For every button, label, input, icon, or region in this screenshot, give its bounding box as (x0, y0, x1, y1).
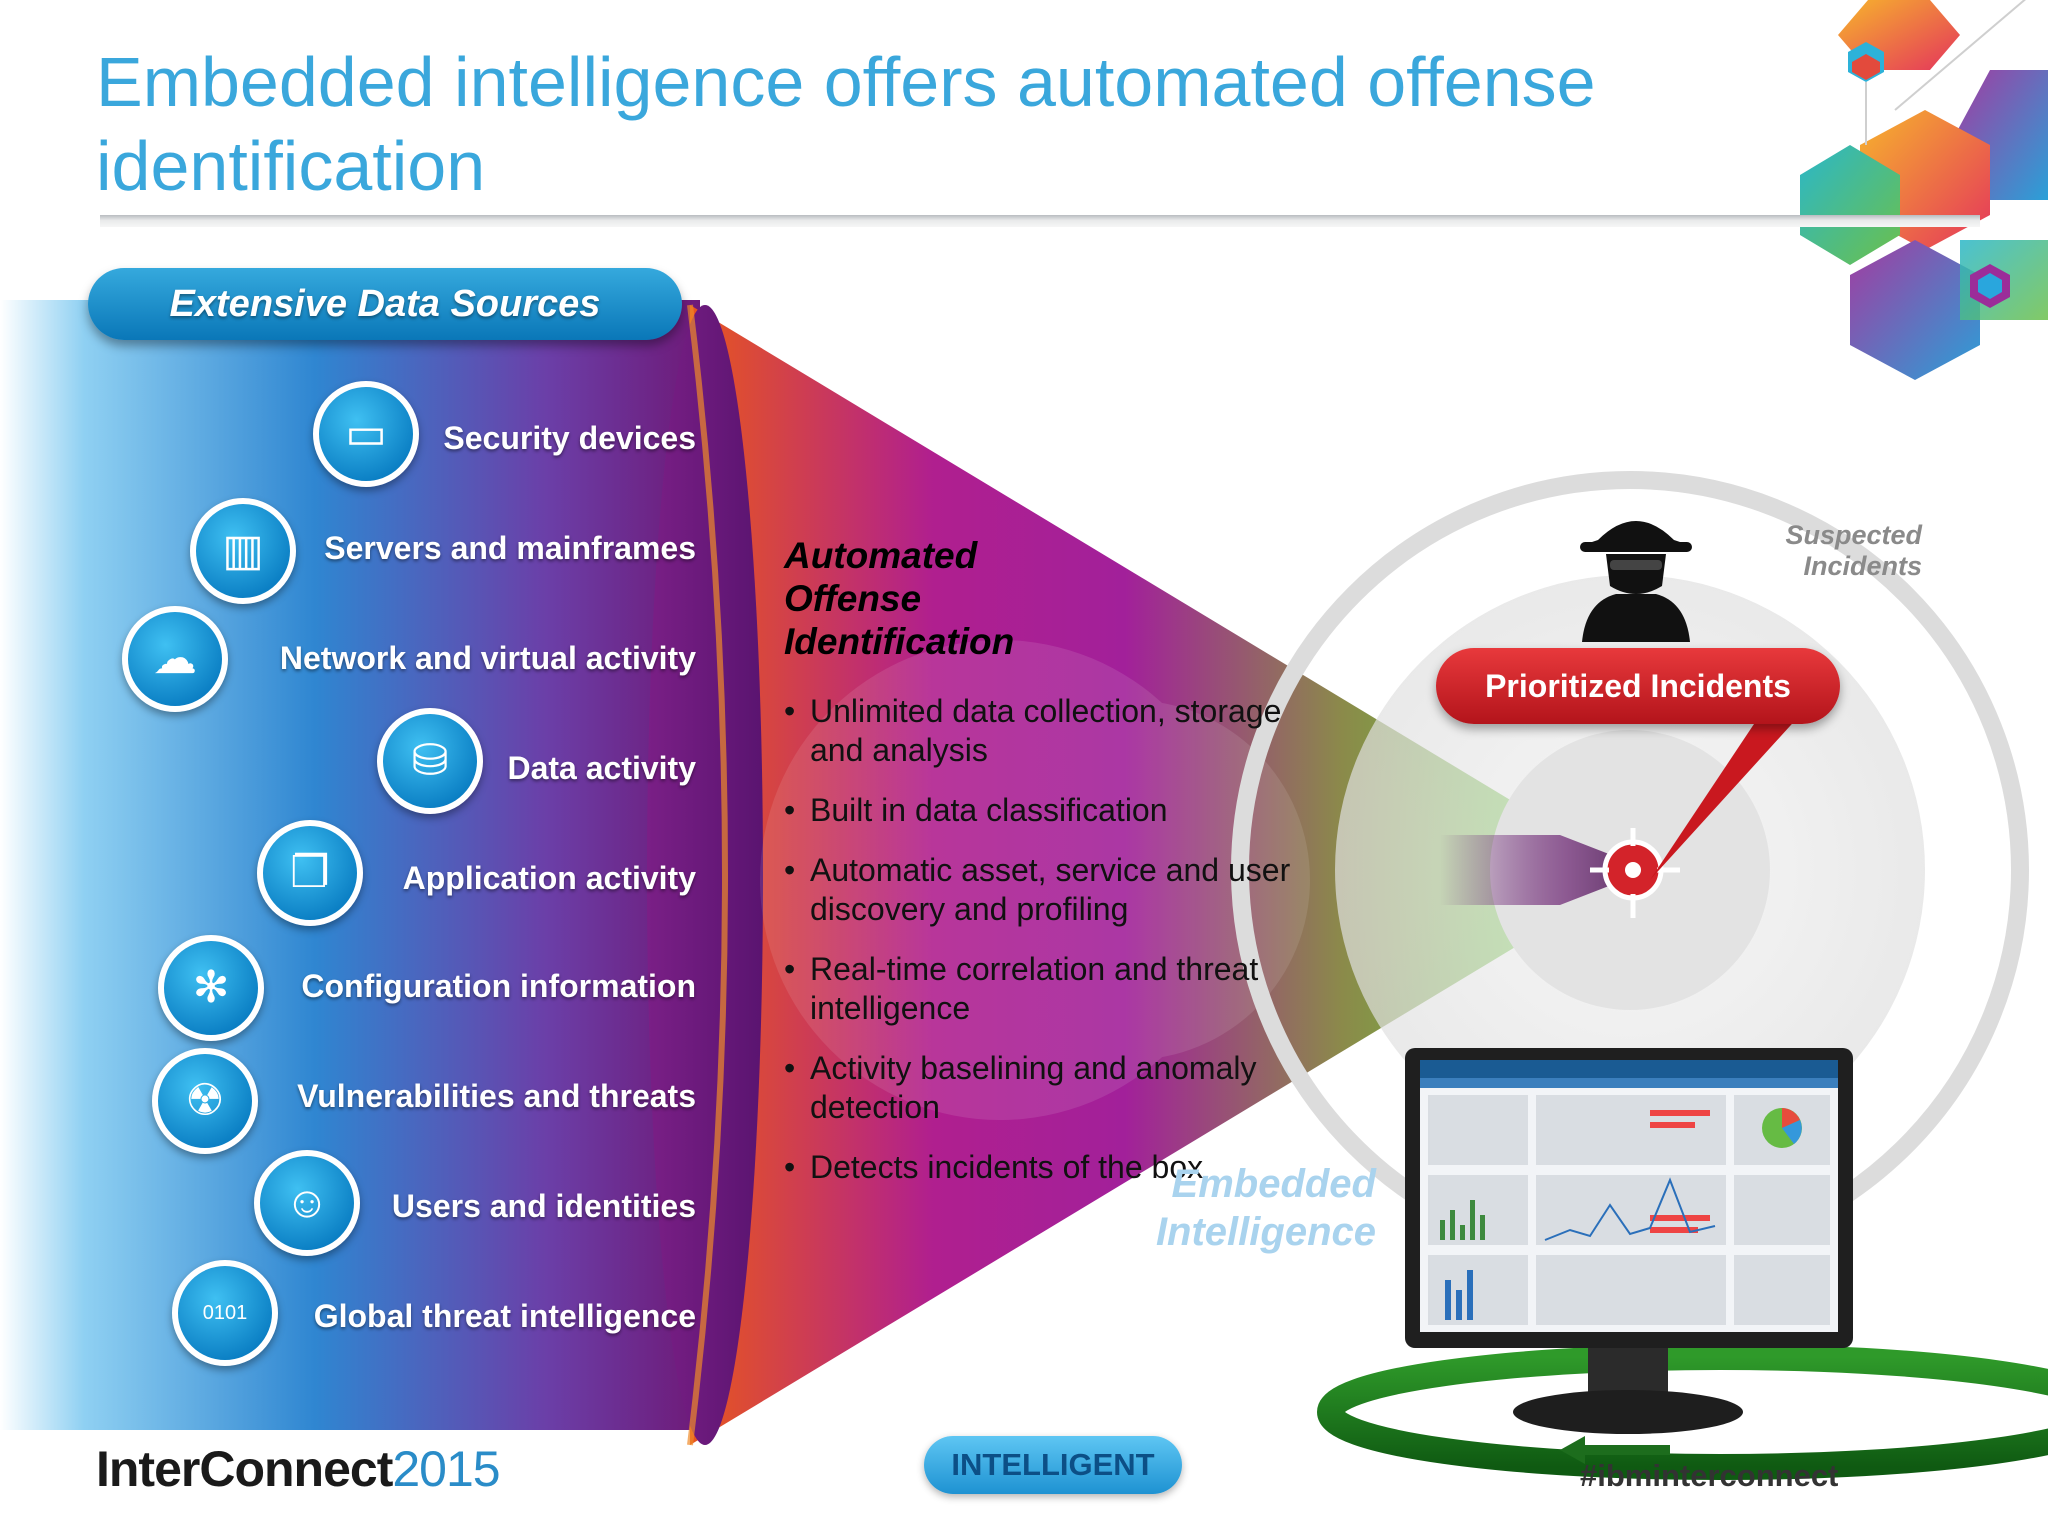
list-item: Detects incidents of the box (784, 1148, 1304, 1187)
brand-name: InterConnect (96, 1441, 393, 1497)
funnel-mouth (647, 305, 763, 1445)
list-item: Real-time correlation and threat intelli… (784, 950, 1304, 1028)
application-windows-icon: ❐ (257, 820, 363, 926)
source-users-identities: Users and identities (391, 1188, 696, 1224)
suspected-incidents-label: Suspected Incidents (1785, 520, 1922, 581)
source-vulnerabilities: Vulnerabilities and threats (297, 1078, 696, 1114)
data-sources-header: Extensive Data Sources (88, 268, 682, 340)
callout-pointer (1650, 715, 1800, 880)
title-divider (100, 215, 1980, 227)
configuration-network-icon: ✻ (158, 935, 264, 1041)
biohazard-icon: ☢ (152, 1048, 258, 1154)
page-title: Embedded intelligence offers automated o… (96, 43, 1596, 205)
source-configuration: Configuration information (301, 968, 696, 1004)
monitor-illustration (1317, 1048, 2048, 1480)
source-servers-mainframes: Servers and mainframes (324, 530, 696, 566)
source-security-devices: Security devices (443, 420, 696, 456)
focus-arrow (1440, 835, 1650, 905)
source-network-virtual: Network and virtual activity (279, 640, 696, 676)
list-item: Built in data classification (784, 791, 1304, 830)
prioritized-incidents-badge: Prioritized Incidents (1436, 648, 1840, 724)
capabilities-list: Unlimited data collection, storage and a… (784, 692, 1304, 1208)
source-global-threat: Global threat intelligence (313, 1298, 696, 1334)
brand-logo: InterConnect2015 (96, 1440, 501, 1498)
appliance-icon: ▭ (313, 381, 419, 487)
hacker-icon (1580, 521, 1692, 642)
list-item: Activity baselining and anomaly detectio… (784, 1049, 1304, 1127)
source-application-activity: Application activity (402, 860, 696, 896)
source-data-activity: Data activity (507, 750, 696, 786)
hashtag: #ibminterconnect (1580, 1458, 1839, 1493)
brand-year: 2015 (392, 1441, 500, 1497)
list-item: Unlimited data collection, storage and a… (784, 692, 1304, 770)
user-identity-icon: ☺ (254, 1150, 360, 1256)
binary-data-icon: 0101 (172, 1260, 278, 1366)
automated-offense-title: Automated Offense Identification (784, 535, 1015, 662)
network-cloud-icon: ☁ (122, 606, 228, 712)
crosshair-icon (1590, 828, 1680, 918)
database-icon: ⛁ (377, 708, 483, 814)
list-item: Automatic asset, service and user discov… (784, 851, 1304, 929)
embedded-intelligence-label: Embedded Intelligence (1155, 1162, 1376, 1254)
server-icon: ▥ (190, 498, 296, 604)
intelligent-badge: INTELLIGENT (924, 1436, 1182, 1494)
hexagon-cluster (1800, 0, 2048, 380)
